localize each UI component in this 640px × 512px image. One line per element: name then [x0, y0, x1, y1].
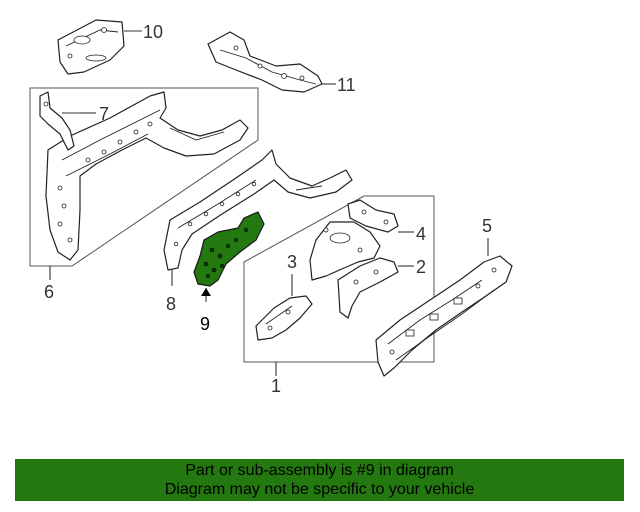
callout-2: 2 — [416, 257, 426, 277]
part-strut-tower — [309, 221, 381, 281]
frame-group-6 — [29, 87, 259, 267]
part-6-assembly — [45, 91, 249, 261]
callout-3: 3 — [287, 252, 297, 272]
part-7 — [39, 91, 75, 151]
frame-group-1 — [243, 195, 435, 363]
callout-5: 5 — [482, 216, 492, 236]
leader-9-arrowhead — [201, 288, 211, 296]
part-11 — [207, 31, 323, 93]
part-4 — [347, 199, 399, 233]
callout-10: 10 — [143, 22, 163, 42]
callout-8: 8 — [166, 294, 176, 314]
part-5 — [375, 255, 513, 377]
caption-line-2: Diagram may not be specific to your vehi… — [164, 481, 475, 498]
part-10 — [57, 19, 125, 75]
part-9-highlighted — [193, 211, 265, 287]
caption-bar: Part or sub-assembly is #9 in diagram Di… — [15, 459, 624, 501]
caption-line-1: Part or sub-assembly is #9 in diagram — [185, 462, 454, 479]
callout-9: 9 — [200, 314, 210, 334]
callout-6: 6 — [44, 282, 54, 302]
callout-11: 11 — [337, 75, 356, 95]
part-8 — [163, 149, 353, 271]
callout-7: 7 — [99, 104, 109, 124]
callout-1: 1 — [271, 376, 281, 396]
parts-diagram: 10 11 7 6 — [29, 19, 513, 396]
part-2 — [337, 257, 399, 319]
part-3 — [255, 295, 313, 341]
callout-4: 4 — [416, 224, 426, 244]
